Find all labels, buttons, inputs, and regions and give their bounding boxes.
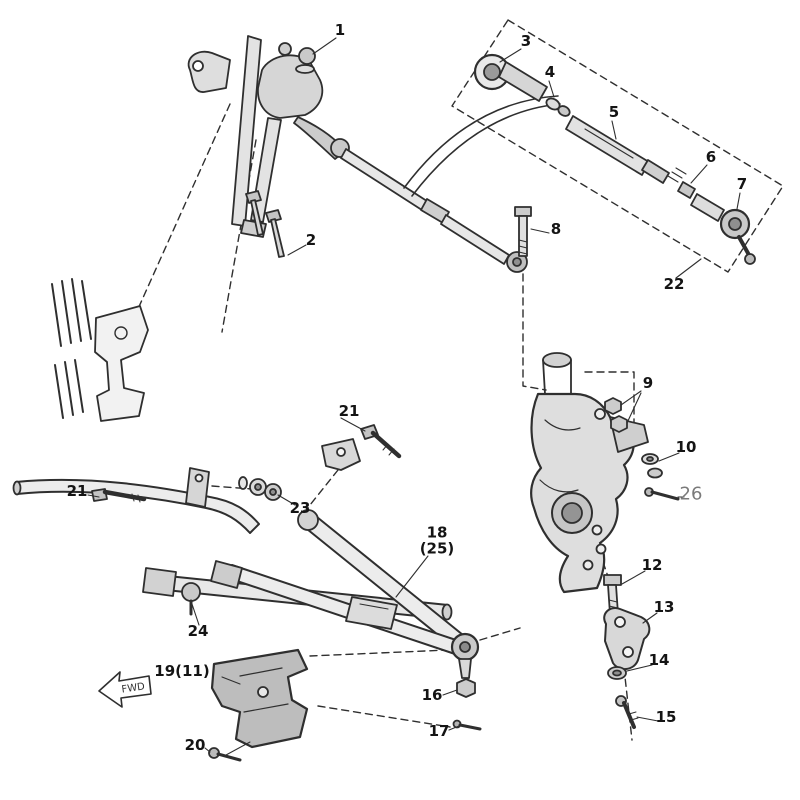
callout-26: 26: [679, 483, 703, 505]
tie-rod-assembly-group: [473, 53, 756, 265]
callout-19-11: 19(11): [154, 662, 210, 681]
fwd-direction-arrow: FWD: [98, 671, 152, 708]
callout-13: 13: [653, 598, 675, 617]
fwd-arrow-label: FWD: [121, 681, 146, 695]
drag-link-group: [330, 95, 561, 273]
callout-24: 24: [187, 622, 209, 641]
callout-15: 15: [655, 708, 677, 727]
callout-14: 14: [648, 651, 670, 670]
callout-10: 10: [675, 438, 697, 457]
callout-12: 12: [641, 556, 663, 575]
callout-1: 1: [334, 21, 346, 40]
callout-3: 3: [520, 32, 532, 51]
steering-knuckle-group: [530, 352, 680, 594]
callout-9: 9: [642, 374, 654, 393]
frame-sketch-group: [51, 278, 149, 422]
callout-18-25-line1: 18: [426, 523, 448, 542]
callout-16: 16: [421, 686, 443, 705]
callout-18-25-line2: (25): [419, 539, 455, 557]
callout-4: 4: [544, 63, 556, 82]
callout-8: 8: [550, 220, 562, 239]
callout-7: 7: [736, 175, 748, 194]
callout-23: 23: [289, 499, 311, 518]
steering-gearbox-group: [187, 35, 346, 258]
mounting-bracket-group: [208, 648, 309, 762]
stabilizer-bar-group: [12, 424, 402, 534]
callout-22: 22: [663, 275, 685, 294]
callout-18-25: 18 (25): [419, 523, 455, 557]
leader-lines: [87, 37, 741, 753]
callout-5: 5: [608, 103, 620, 122]
callout-6: 6: [705, 148, 717, 167]
lower-control-arm-group: [142, 509, 482, 731]
callout-21-upper: 21: [338, 402, 360, 421]
callout-2: 2: [305, 231, 317, 250]
callout-17: 17: [428, 722, 450, 741]
fasteners-right-group: [603, 574, 651, 729]
callout-21-left: 21: [66, 482, 88, 501]
callout-20: 20: [184, 736, 206, 755]
